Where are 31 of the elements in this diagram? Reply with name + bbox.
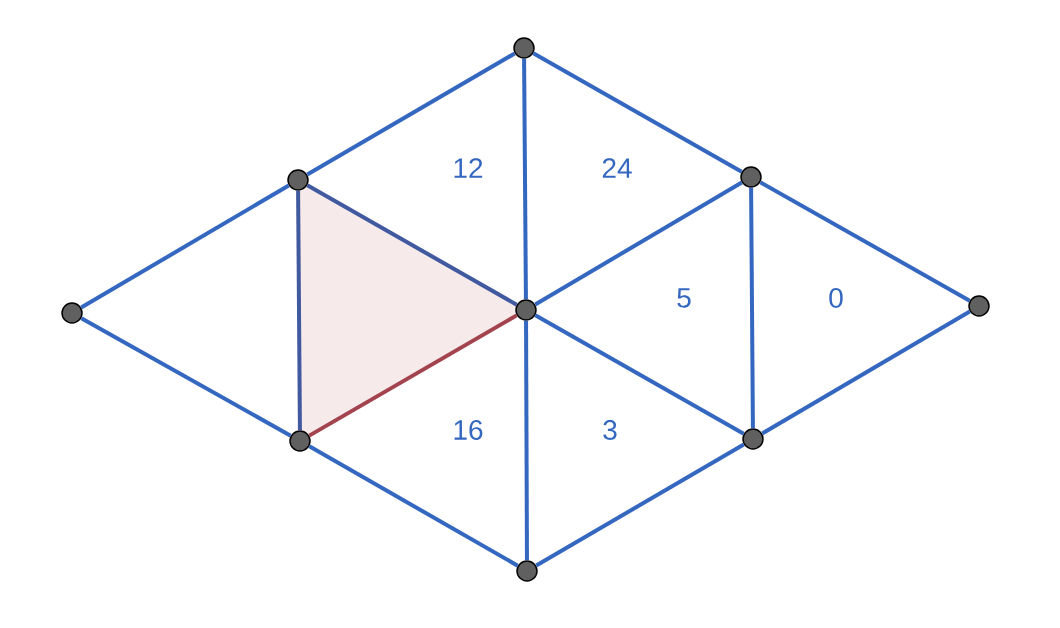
vertex-dot xyxy=(513,37,535,59)
number-label: 5 xyxy=(677,288,691,308)
number-label: 16 xyxy=(454,420,483,440)
edge-line xyxy=(296,190,302,431)
number-label: 12 xyxy=(454,158,483,178)
vertex-dot xyxy=(516,560,538,582)
number-label: 3 xyxy=(603,420,617,440)
edge-line xyxy=(306,51,516,177)
edge-line xyxy=(749,187,755,429)
vertex-dot xyxy=(968,295,990,317)
vertex-dot xyxy=(61,302,83,324)
edge-line xyxy=(308,313,518,438)
edge-line xyxy=(761,309,971,436)
edge-line xyxy=(80,316,292,438)
number-label: 24 xyxy=(602,158,632,178)
edge-line xyxy=(759,180,971,303)
vertex-dot xyxy=(740,166,762,188)
edge-line xyxy=(532,51,743,174)
edge-line xyxy=(534,180,743,307)
vertex-dot xyxy=(742,428,764,450)
number-label: 0 xyxy=(829,288,843,308)
vertex-dot xyxy=(287,169,309,191)
vertex-dot xyxy=(289,430,311,452)
edge-line xyxy=(522,58,528,300)
edge-line xyxy=(306,183,518,307)
vertex-dot xyxy=(515,299,537,321)
edge-line xyxy=(534,313,745,436)
edge-line xyxy=(80,183,290,310)
edge-line xyxy=(524,320,529,561)
edge-line xyxy=(308,444,519,568)
edge-line xyxy=(535,442,745,568)
